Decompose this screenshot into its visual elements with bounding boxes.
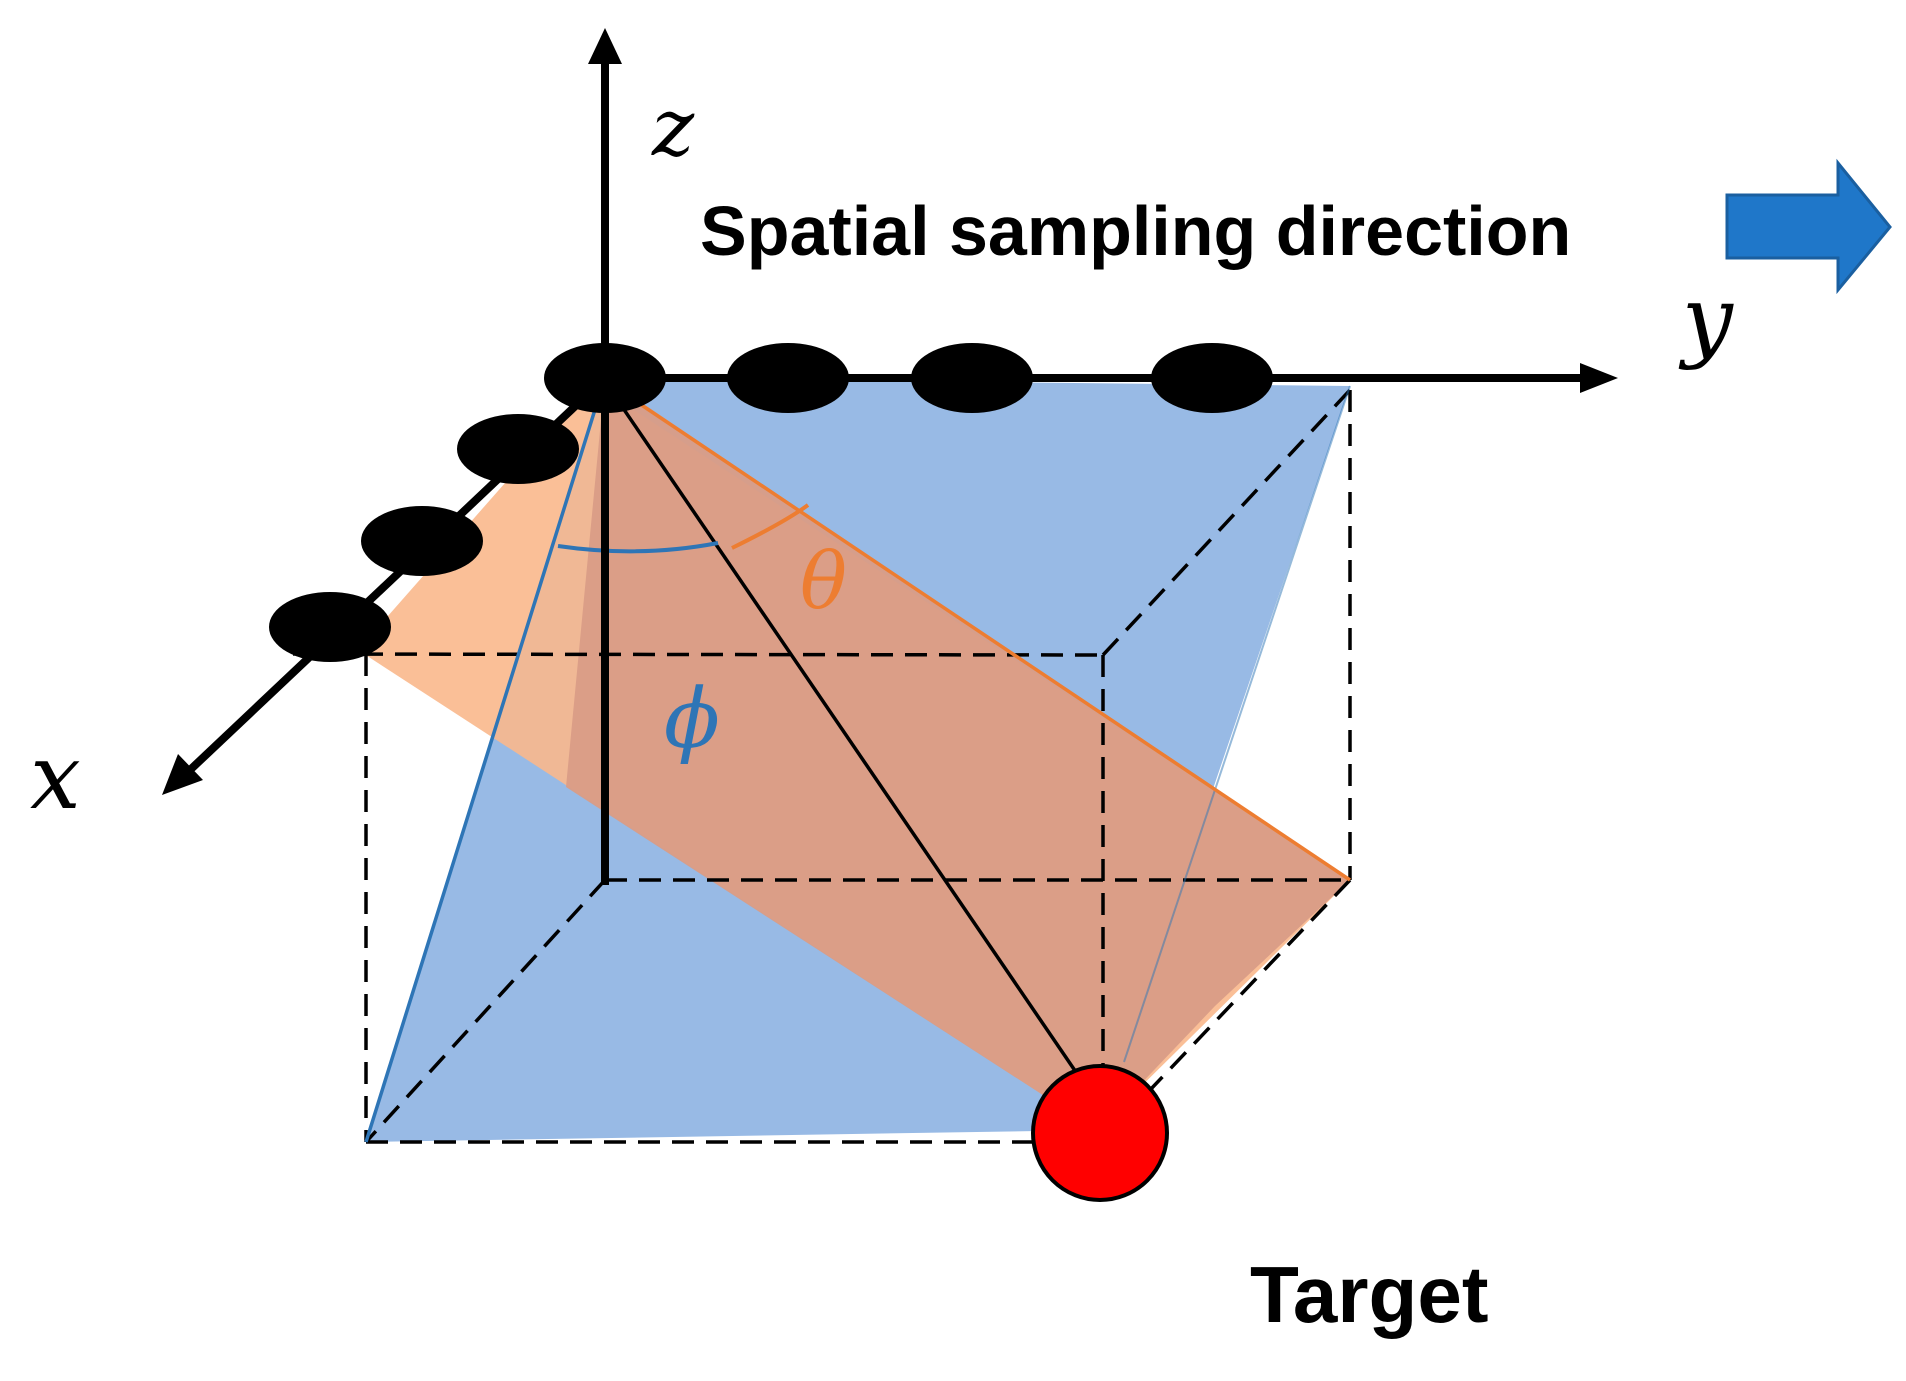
overlap-region [566, 378, 1350, 1130]
sampling-direction-arrow-icon [1725, 158, 1892, 295]
z-axis-label: z [651, 81, 695, 174]
theta-edge-line [639, 402, 1351, 882]
x-axis-label: x [30, 725, 81, 830]
z-axis-arrowhead [588, 28, 622, 64]
sampling-direction-label: Spatial sampling direction [700, 192, 1571, 270]
phi-edge-line [364, 399, 600, 1143]
array-elements-x [269, 414, 579, 662]
theta-arc [731, 503, 810, 550]
phi-arc [557, 541, 719, 554]
range-line [610, 391, 1082, 1079]
dashed-box [292, 388, 1352, 1144]
phi-label: ϕ [664, 672, 720, 767]
target-marker [1031, 1064, 1169, 1202]
array-element [457, 414, 579, 484]
y-axis-label: y [1678, 267, 1734, 372]
theta-label: θ [800, 537, 847, 627]
array-element [911, 343, 1033, 413]
target-label: Target [1250, 1250, 1489, 1339]
x-axis-arrowhead [162, 754, 203, 795]
array-element [1151, 343, 1273, 413]
phi-edge-line-right [1123, 385, 1351, 1063]
array-element [361, 506, 483, 576]
array-element [727, 343, 849, 413]
array-element [544, 343, 666, 413]
y-axis-arrowhead [1580, 363, 1618, 393]
array-element [269, 592, 391, 662]
array-elements-y [544, 343, 1273, 413]
